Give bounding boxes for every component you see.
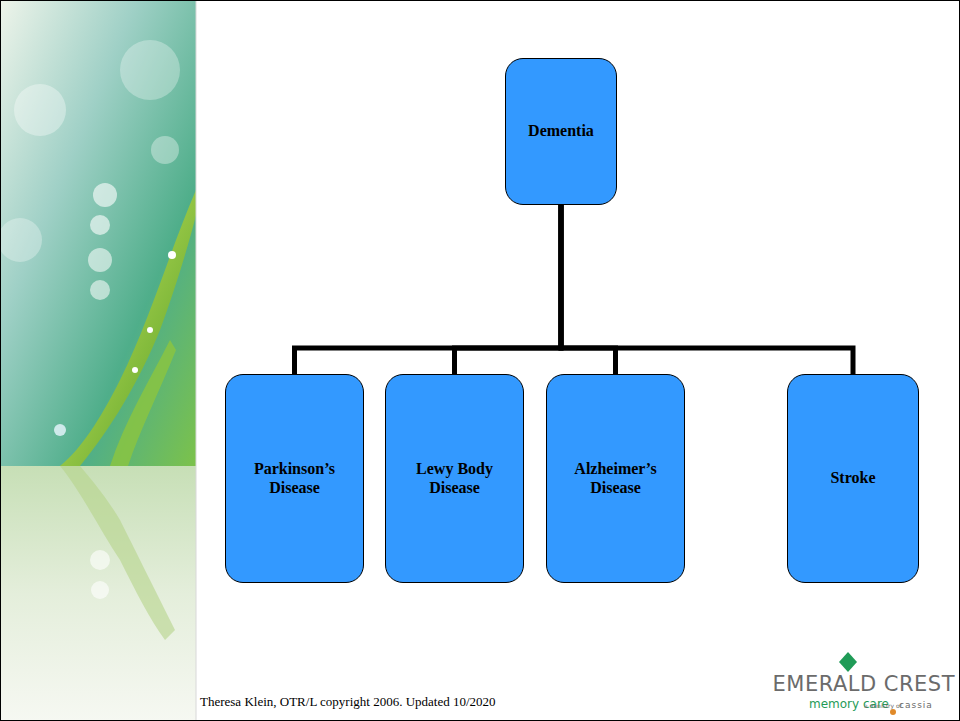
tree-connector	[295, 205, 562, 374]
water-drop	[54, 424, 66, 436]
box-label: Lewy Body Disease	[394, 460, 515, 497]
strip-divider	[196, 0, 197, 721]
water-drop	[147, 327, 153, 333]
bokeh	[90, 215, 110, 235]
box-label: Parkinson’s Disease	[234, 460, 355, 497]
bokeh	[120, 40, 180, 100]
footer-credit: Theresa Klein, OTR/L copyright 2006. Upd…	[200, 694, 496, 710]
bokeh	[90, 550, 110, 570]
logo-wordmark: EMERALD CREST	[773, 672, 956, 696]
bokeh	[14, 84, 66, 136]
bokeh	[93, 183, 117, 207]
bokeh	[0, 218, 42, 262]
tree-connector	[455, 205, 562, 374]
logo-cassia: cassia	[899, 700, 933, 710]
box-label: Alzheimer’s Disease	[555, 460, 676, 497]
category-box: Stroke	[787, 374, 919, 583]
grass-blade	[110, 340, 176, 466]
bokeh	[88, 248, 112, 272]
box-label: Dementia	[528, 122, 594, 140]
grass-blade	[60, 190, 196, 466]
cassia-icon	[890, 709, 896, 715]
water-drop	[168, 251, 176, 259]
category-box: Parkinson’s Disease	[225, 374, 364, 583]
logo-diamond	[839, 652, 857, 672]
bokeh	[91, 581, 109, 599]
tree-connector	[561, 205, 853, 374]
bokeh	[90, 280, 110, 300]
grass-reflection	[60, 466, 175, 640]
category-box: Alzheimer’s Disease	[546, 374, 685, 583]
box-label: Stroke	[830, 469, 875, 487]
root-box: Dementia	[505, 58, 617, 205]
bokeh	[151, 136, 179, 164]
category-box: Lewy Body Disease	[385, 374, 524, 583]
water-drop	[132, 367, 138, 373]
logo-ministry: a ministry of	[864, 702, 902, 709]
image-reflection	[0, 466, 196, 721]
